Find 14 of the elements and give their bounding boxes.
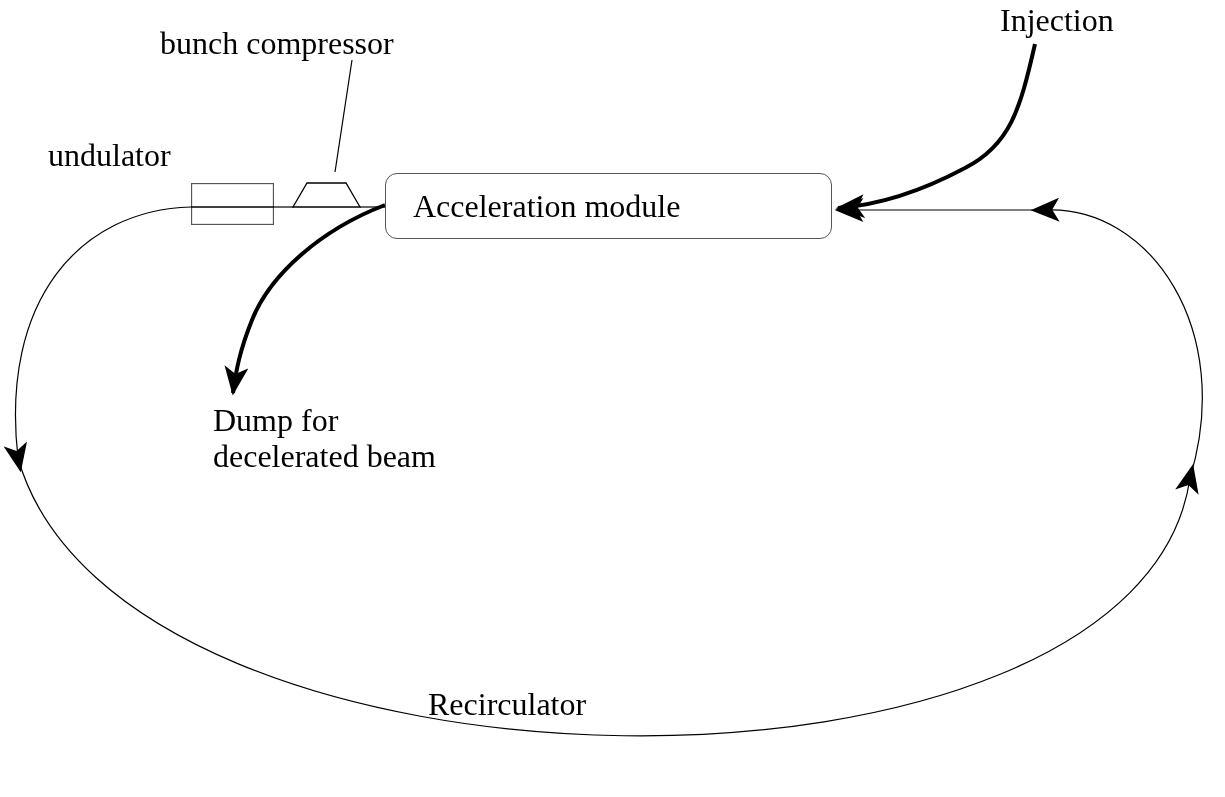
leader-line <box>334 59 353 173</box>
injection-arrow <box>835 43 1037 218</box>
dump-label: Dump for decelerated beam <box>213 402 483 474</box>
beam-line <box>359 206 386 208</box>
loop-label: Recirculator <box>428 686 587 722</box>
undulator-label: undulator <box>48 137 171 173</box>
recirculator-loop <box>4 198 1203 737</box>
module-label: Acceleration module <box>413 188 681 224</box>
bunch-compressor-symbol <box>293 182 360 208</box>
acceleration-module-box <box>385 173 832 239</box>
beam-line <box>273 206 294 208</box>
dump-arrow <box>224 203 386 396</box>
injection-label: Injection <box>1000 2 1114 38</box>
component-label: bunch compressor <box>160 25 394 61</box>
